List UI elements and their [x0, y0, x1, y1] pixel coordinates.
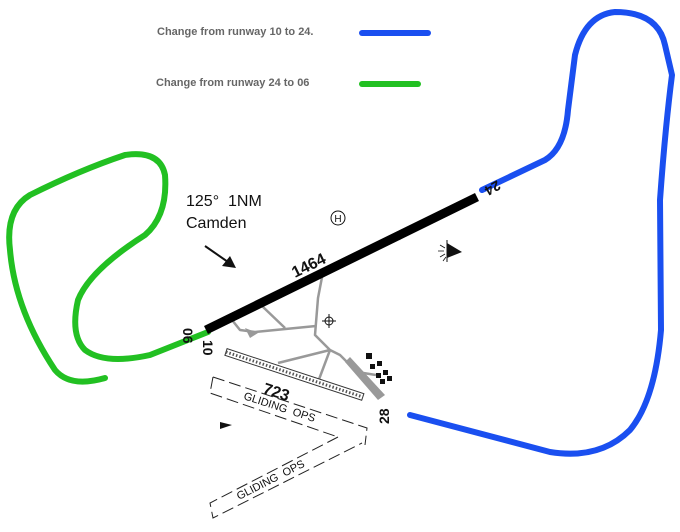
- town-text: Camden: [186, 215, 247, 232]
- parking-markers: [366, 353, 392, 384]
- circuit-24-to-06: [6, 151, 211, 385]
- gliding-circuit-arrow-icon: [220, 422, 232, 429]
- runway-end-24: 24: [482, 177, 504, 199]
- runway-end-28: 28: [376, 408, 392, 424]
- legend-label-blue: Change from runway 10 to 24.: [157, 26, 314, 38]
- gliding-ops-label-2: GLIDING OPS: [235, 458, 307, 503]
- helipad-icon: [330, 210, 346, 226]
- apron: [345, 357, 385, 400]
- circuit-10-to-24: [407, 9, 675, 457]
- helipad-symbol: H: [334, 214, 341, 225]
- direction-arrow-icon: [204, 245, 236, 268]
- beacon-icon: [438, 240, 462, 262]
- runway-grass: [224, 348, 365, 401]
- apron-west: [245, 328, 258, 338]
- runway-main: [204, 192, 479, 335]
- gliding-ops-areas: [209, 376, 368, 519]
- bearing-text: 125° 1NM: [186, 193, 262, 210]
- runway-end-06: 06: [180, 328, 196, 344]
- legend-label-green: Change from runway 24 to 06: [156, 77, 310, 89]
- reference-point-icon: [322, 314, 336, 328]
- runway-end-10: 10: [200, 340, 216, 356]
